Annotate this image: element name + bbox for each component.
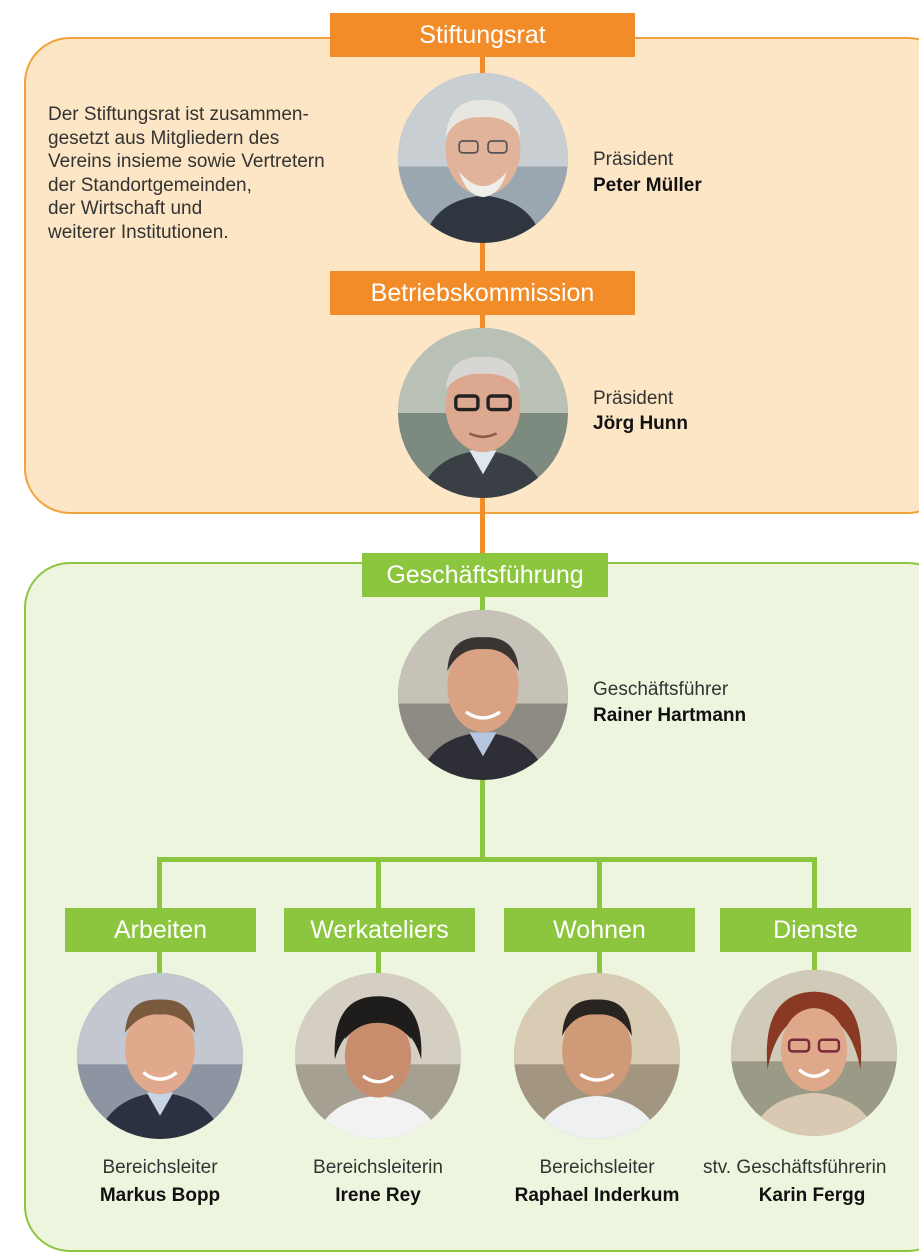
board-president-name: Peter Müller xyxy=(593,175,702,196)
portrait-board-president xyxy=(398,73,568,243)
description-line: Der Stiftungsrat ist zusammen- xyxy=(48,104,309,125)
portrait-commission-president xyxy=(398,328,568,498)
commission-president-name: Jörg Hunn xyxy=(593,413,688,434)
portrait-managing-director xyxy=(398,610,568,780)
dept-label-arbeiten: Arbeiten xyxy=(65,908,256,952)
dept-name-werkateliers: Irene Rey xyxy=(335,1185,421,1206)
dept-name-dienste: Karin Fergg xyxy=(758,1185,866,1206)
description-line: der Wirtschaft und xyxy=(48,198,203,219)
board-president-role: Präsident xyxy=(593,149,674,170)
dept-name-arbeiten: Markus Bopp xyxy=(99,1185,221,1206)
description-line: Vereins insieme sowie Vertretern xyxy=(48,151,325,172)
portrait-raphael-inderkum xyxy=(514,973,680,1139)
dept-label-wohnen: Wohnen xyxy=(504,908,695,952)
dept-label-werkateliers: Werkateliers xyxy=(284,908,475,952)
description-line: der Standortgemeinden, xyxy=(48,174,252,196)
commission-president-role: Präsident xyxy=(593,388,674,409)
portrait-markus-bopp xyxy=(77,973,243,1139)
description-line: weiterer Institutionen. xyxy=(48,221,229,243)
board-description: Der Stiftungsrat ist zusammen- gesetzt a… xyxy=(48,103,393,244)
commission-label: Betriebskommission xyxy=(330,271,635,315)
dept-role-wohnen: Bereichsleiter xyxy=(539,1157,655,1178)
portrait-karin-fergg xyxy=(731,970,897,1136)
portrait-irene-rey xyxy=(295,973,461,1139)
connector-branch-horizontal xyxy=(157,857,817,862)
dept-name-wohnen: Raphael Inderkum xyxy=(514,1185,680,1206)
dept-label-dienste: Dienste xyxy=(720,908,911,952)
description-line: gesetzt aus Mitgliedern des xyxy=(48,127,280,149)
dept-role-dienste: stv. Geschäftsführerin xyxy=(703,1157,887,1178)
managing-director-name: Rainer Hartmann xyxy=(593,705,747,726)
management-label: Geschäftsführung xyxy=(362,553,608,597)
dept-role-arbeiten: Bereichsleiter xyxy=(102,1157,218,1178)
managing-director-role: Geschäftsführer xyxy=(593,679,729,700)
dept-role-werkateliers: Bereichsleiterin xyxy=(313,1157,443,1178)
board-label: Stiftungsrat xyxy=(330,13,635,57)
